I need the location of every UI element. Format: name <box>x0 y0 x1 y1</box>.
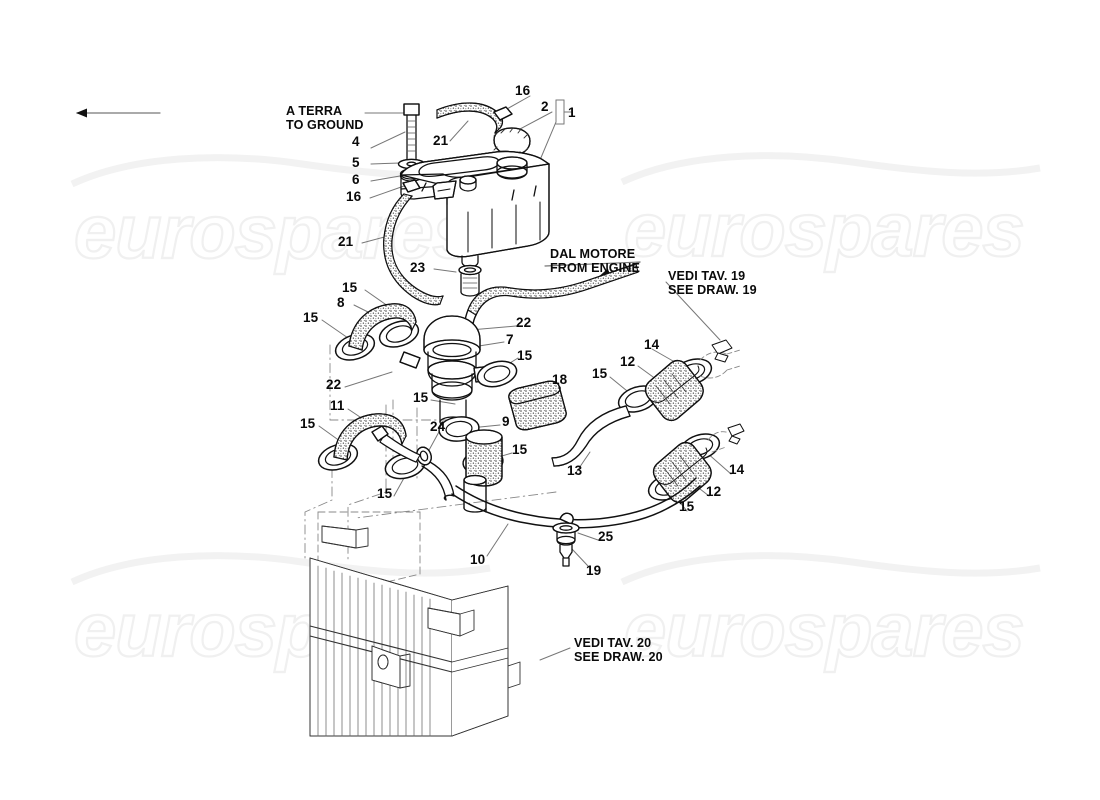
callout-23: 23 <box>410 260 426 275</box>
callout-12-bot: 12 <box>706 484 722 499</box>
callout-16-top: 16 <box>515 83 531 98</box>
callout-19: 19 <box>586 563 602 578</box>
callout-15-b: 15 <box>303 310 319 325</box>
callout-22-a: 22 <box>516 315 532 330</box>
callout-15-h: 15 <box>377 486 393 501</box>
callout-21-top: 21 <box>433 133 449 148</box>
callout-7: 7 <box>506 332 514 347</box>
callout-18: 18 <box>552 372 568 387</box>
callout-11: 11 <box>330 398 345 413</box>
callout-15-d: 15 <box>592 366 608 381</box>
callout-5: 5 <box>352 155 360 170</box>
callout-25: 25 <box>598 529 614 544</box>
callout-6: 6 <box>352 172 360 187</box>
callout-12-top: 12 <box>620 354 636 369</box>
callout-10: 10 <box>470 552 486 567</box>
callout-4: 4 <box>352 134 360 149</box>
callout-22-b: 22 <box>326 377 342 392</box>
callout-24: 24 <box>430 419 446 434</box>
callout-21-left: 21 <box>338 234 354 249</box>
callout-15-g: 15 <box>512 442 528 457</box>
callout-1: 1 <box>568 105 576 120</box>
callout-15-i: 15 <box>679 499 695 514</box>
callout-15-c: 15 <box>517 348 533 363</box>
callout-16-left: 16 <box>346 189 362 204</box>
callout-14-bot: 14 <box>729 462 745 477</box>
callout-13: 13 <box>567 463 583 478</box>
callout-2: 2 <box>541 99 549 114</box>
callout-9: 9 <box>502 414 510 429</box>
callout-15-e: 15 <box>413 390 429 405</box>
callout-8: 8 <box>337 295 345 310</box>
callout-15-f: 15 <box>300 416 316 431</box>
callout-14-top: 14 <box>644 337 660 352</box>
callout-15-a: 15 <box>342 280 358 295</box>
